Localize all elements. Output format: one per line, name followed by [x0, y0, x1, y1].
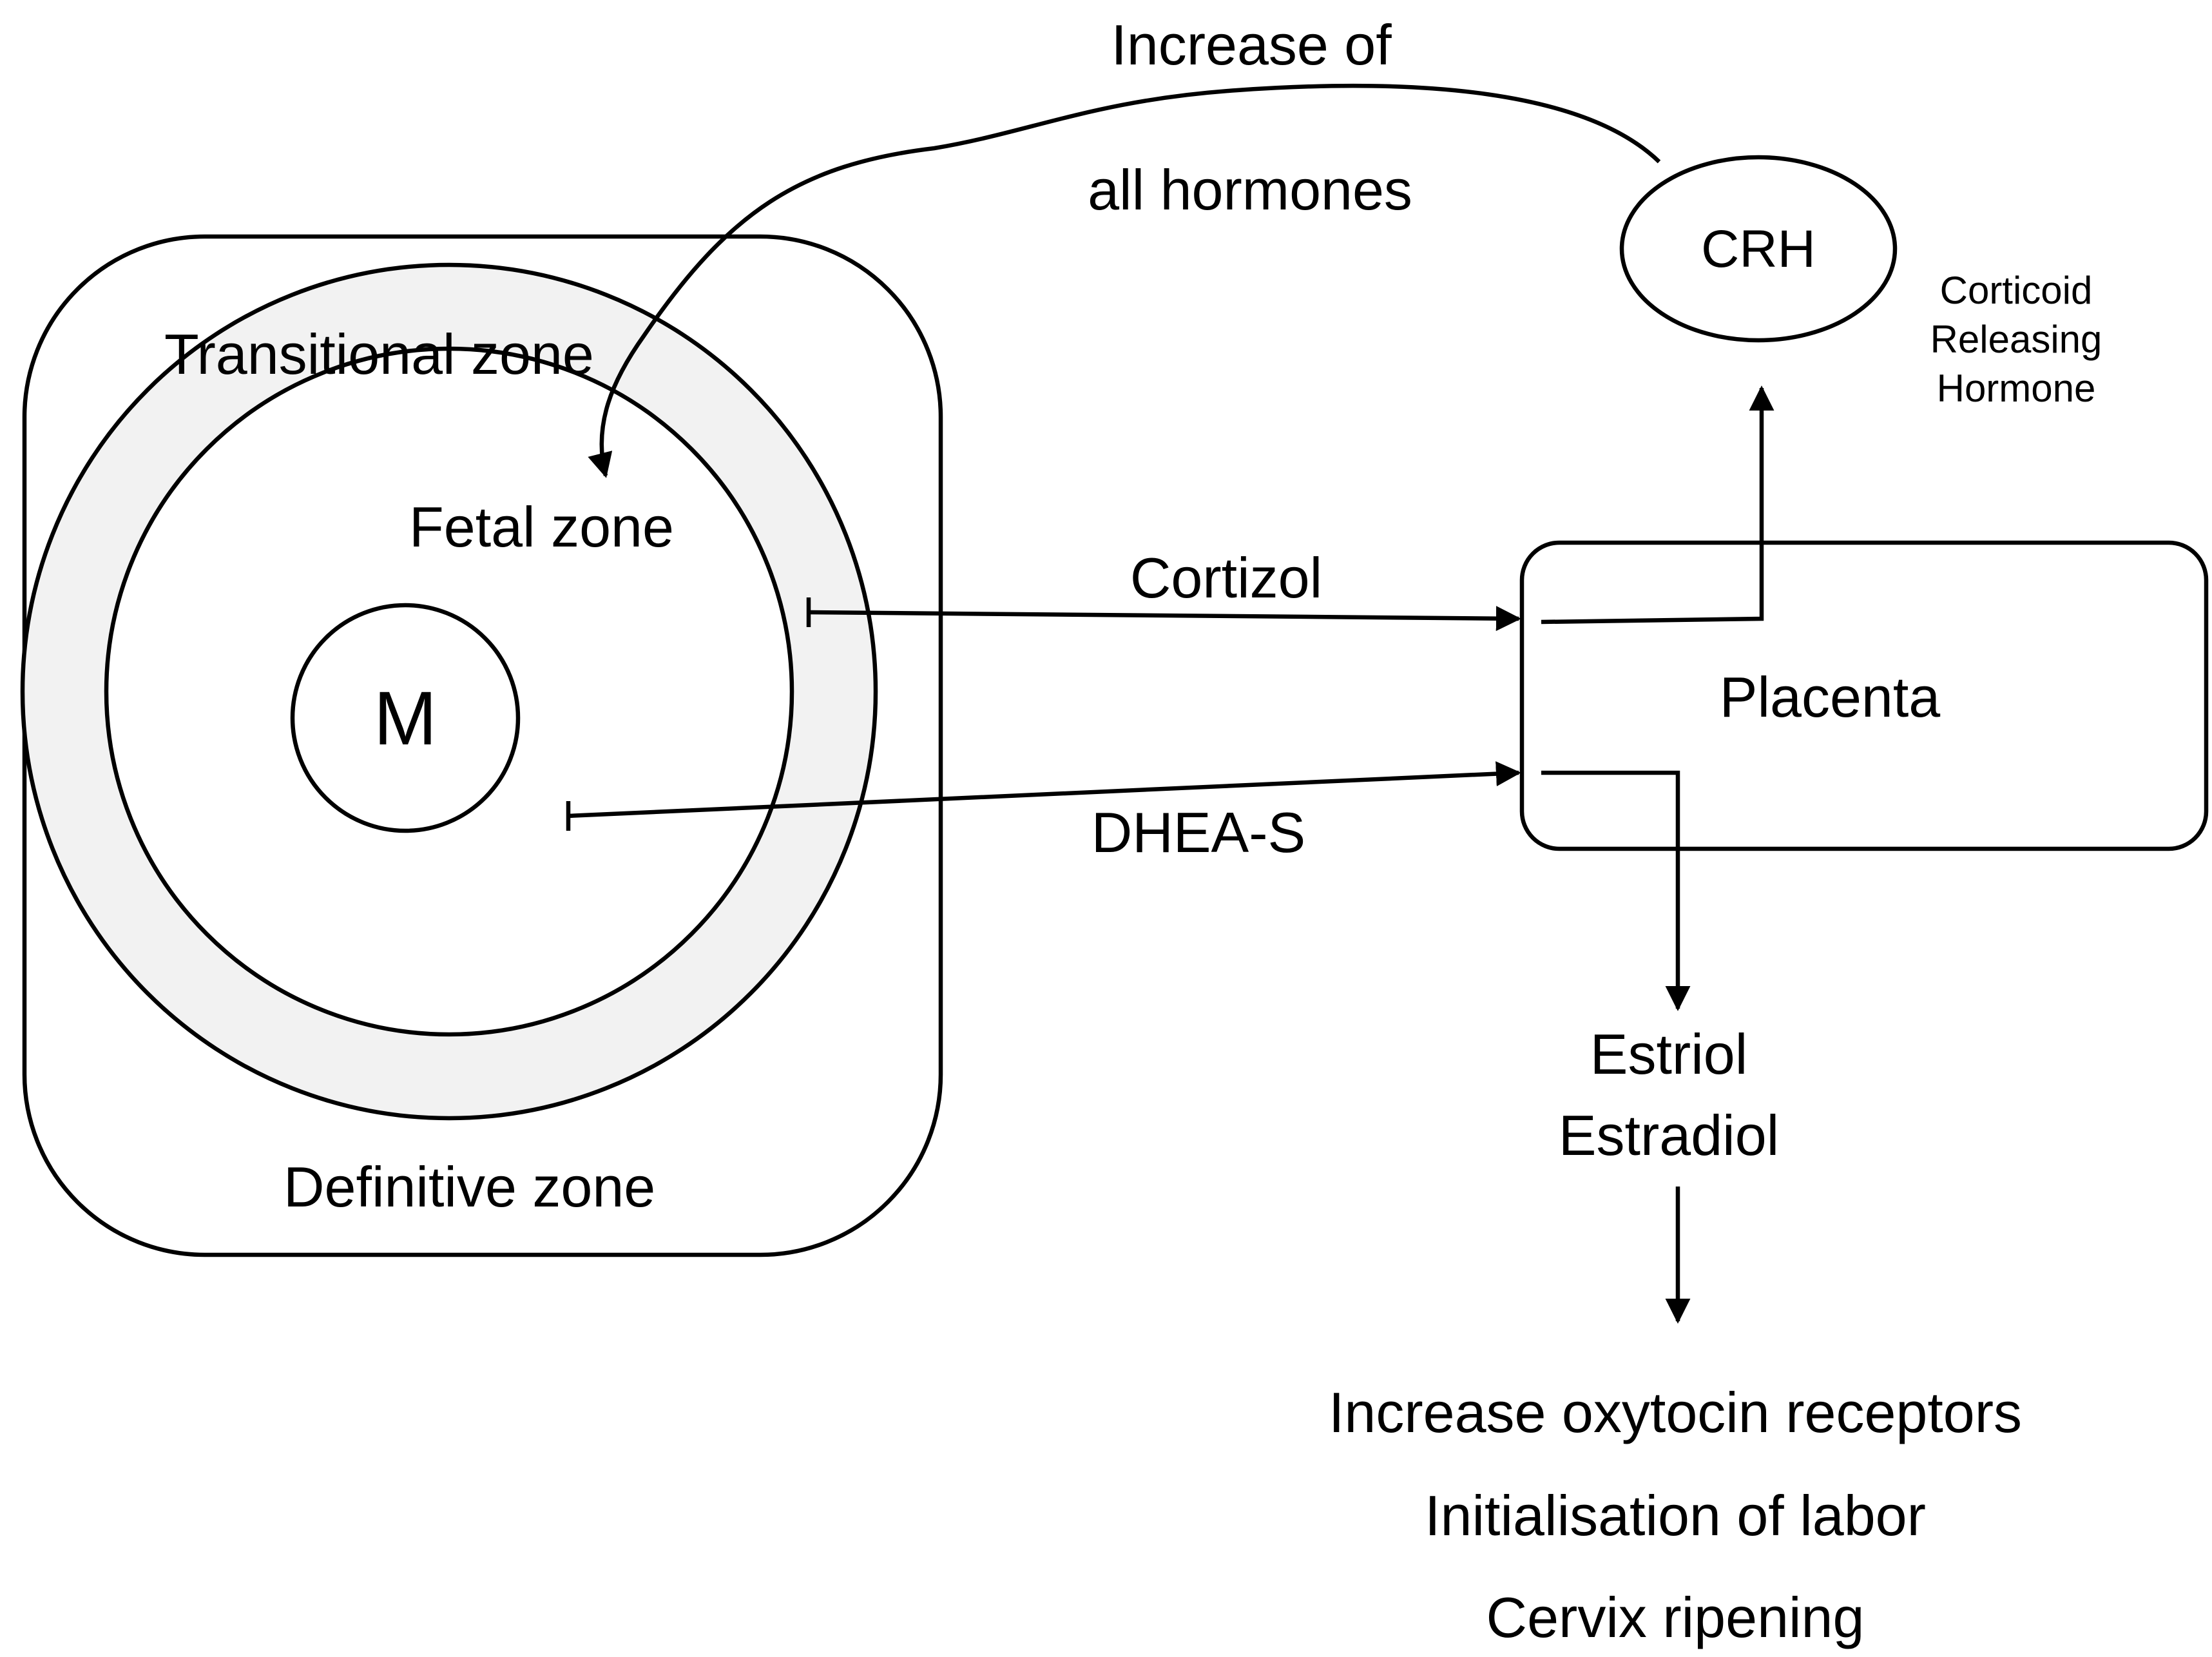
placenta-label: Placenta	[1720, 665, 1941, 729]
placenta-to-crh-arrow	[1541, 385, 1774, 625]
crh-label: CRH	[1701, 220, 1816, 278]
estradiol-label: Estradiol	[1559, 1103, 1779, 1167]
crh-description-line2: Releasing	[1930, 318, 2102, 361]
definitive-zone-label: Definitive zone	[284, 1155, 655, 1219]
placenta-box	[1519, 540, 2209, 851]
cortisol-label: Cortizol	[1130, 546, 1322, 610]
crh-feedback-arrow	[588, 83, 1661, 478]
effect-item: Cervix ripening	[1486, 1585, 1865, 1649]
crh-description-line3: Hormone	[1937, 367, 2096, 410]
cortisol-arrow	[808, 606, 1521, 632]
crh-ellipse	[1619, 155, 1898, 343]
fetal-zone-label: Fetal zone	[409, 495, 674, 559]
estriol-label: Estriol	[1590, 1022, 1748, 1086]
effect-item: Initialisation of labor	[1425, 1484, 1926, 1547]
fetal-zone-circle	[104, 346, 794, 1037]
feedback-label-line2: all hormones	[1088, 158, 1412, 222]
feedback-label-line1: Increase of	[1111, 13, 1392, 77]
dhea-label: DHEA-S	[1092, 800, 1306, 864]
transitional-zone-label: Transitional zone	[164, 322, 594, 386]
medulla-circle	[290, 603, 521, 833]
effect-item: Increase oxytocin receptors	[1329, 1381, 2022, 1444]
dhea-arrow	[568, 761, 1521, 819]
placenta-to-estrogens-arrow	[1541, 770, 1691, 1011]
medulla-label: M	[374, 676, 437, 761]
crh-description-line1: Corticoid	[1940, 269, 2093, 312]
